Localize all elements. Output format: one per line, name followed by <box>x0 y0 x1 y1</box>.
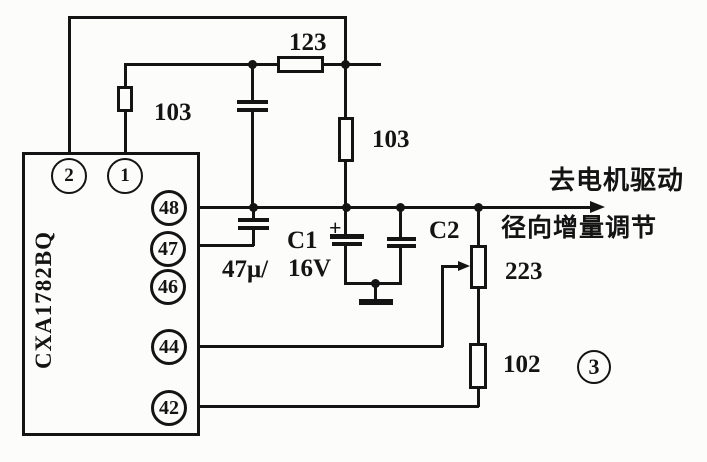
adjust-annotation: 径向增量调节 <box>501 214 658 242</box>
capacitor-plate <box>237 100 268 104</box>
wire-segment <box>124 110 127 153</box>
pin-label: 48 <box>159 196 179 219</box>
resistor-102 <box>469 343 487 389</box>
junction-dot <box>342 203 351 212</box>
wire-segment <box>399 246 402 285</box>
resistor-103-left-label: 103 <box>154 99 192 126</box>
pin-label: 44 <box>159 335 179 358</box>
wire-segment <box>124 63 127 88</box>
junction-dot <box>474 203 483 212</box>
wire-segment <box>477 388 480 407</box>
resistor-103-right-label: 103 <box>372 126 410 153</box>
c2-label: C2 <box>429 217 460 244</box>
output-arrow-head <box>590 201 605 213</box>
capacitor-plate <box>237 108 268 112</box>
resistor-103-right <box>338 117 354 162</box>
pin-label: 2 <box>64 165 74 186</box>
callout-3-label: 3 <box>588 354 600 379</box>
capacitor-plate <box>238 218 269 222</box>
chip-top-pin-1: 1 <box>107 158 143 194</box>
junction-dot <box>341 60 350 69</box>
output-annotation: 去电机驱动 <box>549 165 685 195</box>
resistor-103-left <box>117 86 133 112</box>
capacitor-plate <box>387 237 416 241</box>
wire-segment <box>200 405 479 408</box>
wire-segment <box>344 160 347 208</box>
potentiometer-223-label: 223 <box>505 258 543 285</box>
chip-pin-47: 47 <box>150 231 186 267</box>
wire-segment <box>344 245 347 285</box>
chip-pin-44: 44 <box>151 329 187 365</box>
junction-dot <box>396 203 405 212</box>
wire-segment <box>477 207 480 246</box>
chip-name-label: CXA1782BQ <box>31 230 56 370</box>
wire-segment <box>374 284 377 300</box>
resistor-123-label: 123 <box>289 29 327 56</box>
wire-segment <box>441 265 444 347</box>
wire-segment <box>69 16 347 19</box>
ground-symbol <box>359 299 393 305</box>
chip-pin-46: 46 <box>150 269 186 305</box>
wire-segment <box>344 63 347 119</box>
wire-segment <box>68 16 71 153</box>
wire-segment <box>477 288 480 344</box>
wire-segment <box>200 345 443 348</box>
wiper-arrow-head <box>458 261 470 271</box>
pin-label: 1 <box>120 165 130 186</box>
wire-segment <box>344 16 347 66</box>
chip-pin-42: 42 <box>151 390 187 426</box>
c1-voltage: 16V <box>288 255 332 282</box>
c1-label: C1 <box>287 227 318 254</box>
potentiometer-223 <box>470 245 487 289</box>
capacitor-plate <box>332 242 362 246</box>
resistor-102-label: 102 <box>503 351 541 378</box>
junction-dot <box>371 279 380 288</box>
capacitor-plate <box>238 226 269 230</box>
junction-dot <box>248 60 257 69</box>
wire-segment <box>344 207 347 235</box>
capacitor-plate <box>330 234 364 239</box>
junction-dot <box>249 203 258 212</box>
pin-label: 46 <box>158 275 178 298</box>
resistor-123 <box>277 56 324 73</box>
capacitor-plate <box>387 244 416 248</box>
wire-segment <box>251 63 254 102</box>
chip-pin-48: 48 <box>151 190 187 226</box>
wire-segment <box>252 208 255 219</box>
wire-segment <box>251 110 254 208</box>
callout-3: 3 <box>577 350 611 384</box>
chip-top-pin-2: 2 <box>51 158 87 194</box>
wire-segment <box>200 244 254 247</box>
pin-label: 42 <box>159 396 179 419</box>
c1-polarity-mark: + <box>329 215 342 240</box>
wire-segment <box>252 229 255 246</box>
wire-segment <box>442 265 460 268</box>
wire-segment <box>399 207 402 237</box>
pin-label: 47 <box>158 237 178 260</box>
c1-value: 47μ/ <box>222 256 269 283</box>
